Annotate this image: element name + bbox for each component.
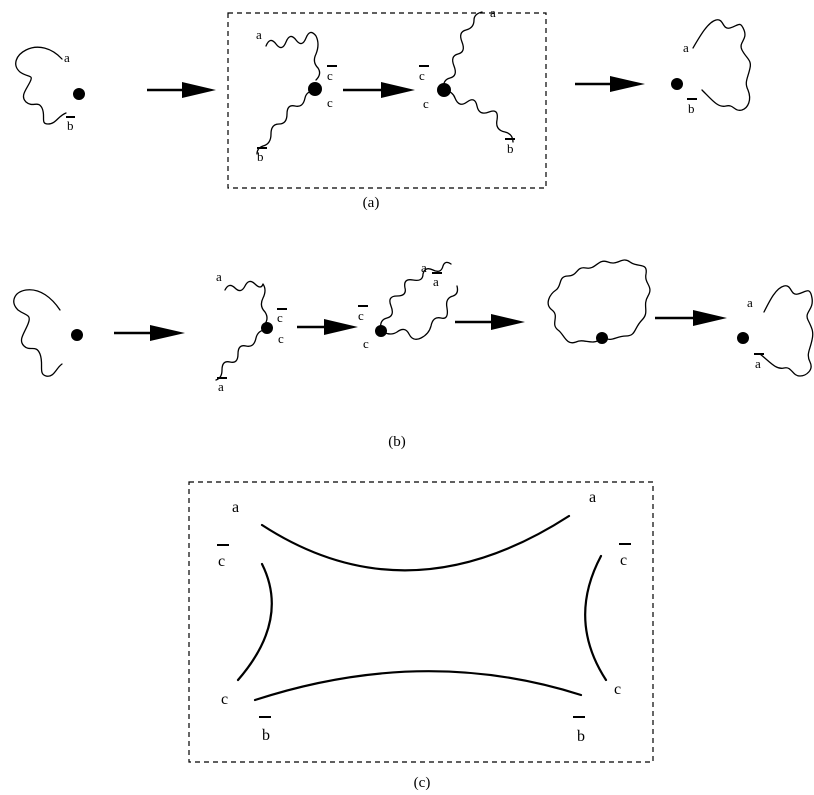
label-bottom-right-c: c xyxy=(614,681,621,698)
label-c: c xyxy=(327,95,333,110)
label-abar: a xyxy=(755,356,761,371)
panel-b-stage-4 xyxy=(547,259,651,344)
wavy-leg-b xyxy=(444,89,514,143)
panel-a-stage-2: a c c b xyxy=(256,27,337,164)
vertex-dot xyxy=(261,322,273,334)
dashed-box-c xyxy=(188,481,654,763)
right-arc xyxy=(584,554,608,682)
open-string xyxy=(759,285,814,377)
open-string xyxy=(13,289,63,377)
wavy-leg-abar xyxy=(215,329,267,381)
arrow-b3 xyxy=(455,314,525,330)
wavy-loop xyxy=(379,261,452,331)
panel-a-stage-3: a c c b xyxy=(419,5,515,156)
label-b: b xyxy=(67,118,74,133)
label-a: a xyxy=(747,295,753,310)
label-a: a xyxy=(683,40,689,55)
panel-a: a b a c c b xyxy=(15,5,752,211)
open-string xyxy=(692,19,752,111)
label-c: c xyxy=(423,96,429,111)
caption-c: (c) xyxy=(414,775,431,791)
label-a: a xyxy=(490,5,496,20)
bottom-arc xyxy=(253,670,583,702)
vertex-dot xyxy=(308,82,322,96)
vertex-dot xyxy=(375,325,387,337)
label-left-cbar: c xyxy=(218,553,225,570)
label-abar: a xyxy=(218,379,224,394)
panel-a-stage-1: a b xyxy=(15,46,85,133)
panel-b-stage-2: a c c a xyxy=(215,269,287,394)
label-a: a xyxy=(256,27,262,42)
label-b: b xyxy=(507,141,514,156)
panel-a-stage-4: a b xyxy=(671,19,752,116)
closed-loop xyxy=(547,259,651,344)
top-arc xyxy=(260,514,571,572)
label-top-left-a: a xyxy=(232,499,239,516)
panel-b-stage-3: c c a a xyxy=(358,260,459,351)
panel-b: a c c a c c a a xyxy=(13,259,814,450)
label-a: a xyxy=(216,269,222,284)
label-c: c xyxy=(278,331,284,346)
label-a: a xyxy=(421,260,427,275)
label-a: a xyxy=(64,50,70,65)
label-b: b xyxy=(257,149,264,164)
open-string xyxy=(15,46,67,125)
wavy-leg-a xyxy=(442,11,483,91)
vertex-dot xyxy=(437,83,451,97)
label-top-right-a: a xyxy=(589,489,596,506)
arrow-a1 xyxy=(147,82,216,98)
label-abar: a xyxy=(433,274,439,289)
caption-a: (a) xyxy=(363,195,380,211)
vertex-dot xyxy=(71,329,83,341)
label-bottom-left-c: c xyxy=(221,691,228,708)
panel-c: a a c c c c b b (c) xyxy=(188,481,654,791)
arrow-b2 xyxy=(297,319,358,335)
arrow-b4 xyxy=(655,310,727,326)
vertex-dot xyxy=(737,332,749,344)
vertex-dot xyxy=(73,88,85,100)
label-bottom-left-b: b xyxy=(262,727,270,744)
vertex-dot xyxy=(596,332,608,344)
panel-b-stage-1 xyxy=(13,289,83,377)
wavy-tail xyxy=(382,285,459,340)
arrow-a2 xyxy=(343,82,415,98)
dashed-box-a xyxy=(227,12,547,189)
label-cbar: c xyxy=(358,308,364,323)
label-cbar: c xyxy=(327,68,333,83)
label-right-cbar: c xyxy=(620,552,627,569)
label-cbar: c xyxy=(419,68,425,83)
wavy-leg-a xyxy=(265,31,321,81)
vertex-dot xyxy=(671,78,683,90)
caption-b: (b) xyxy=(388,434,406,450)
label-c: c xyxy=(363,336,369,351)
label-cbar: c xyxy=(277,310,283,325)
wavy-leg-a xyxy=(224,280,268,325)
label-bottom-right-b: b xyxy=(577,728,585,745)
label-b: b xyxy=(688,101,695,116)
arrow-a3 xyxy=(575,76,645,92)
wavy-leg-b xyxy=(256,90,316,155)
panel-b-stage-5: a a xyxy=(737,285,814,377)
arrow-b1 xyxy=(114,325,185,341)
left-arc xyxy=(236,562,273,682)
